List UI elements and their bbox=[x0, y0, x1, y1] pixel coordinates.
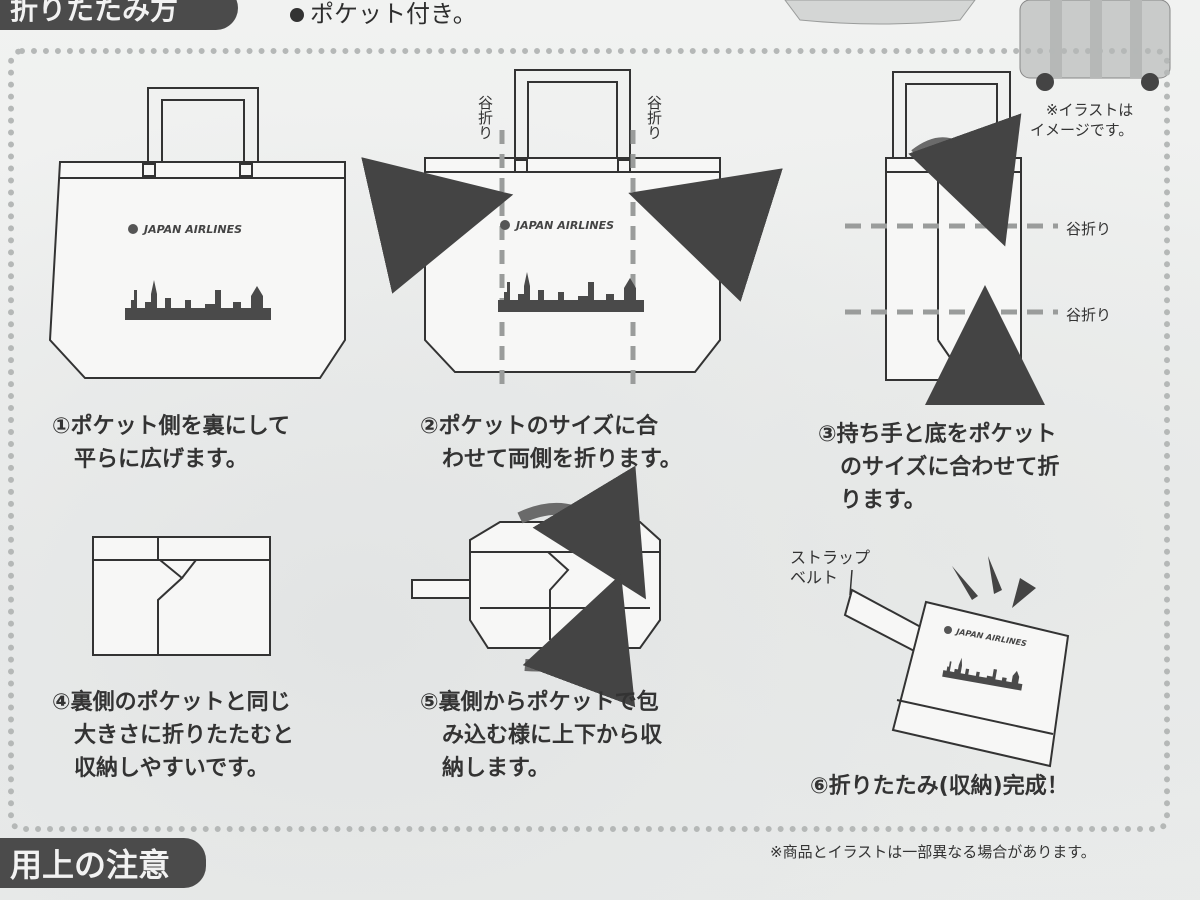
step2-right-arrow bbox=[628, 168, 783, 302]
step1-logo: JAPAN AIRLINES bbox=[142, 223, 242, 236]
step5-bag bbox=[411, 521, 661, 649]
bag-preview-image bbox=[784, 0, 976, 25]
step-4-text: ④裏側のポケットと同じ 大きさに折りたたむと 収納しやすいです。 bbox=[52, 690, 295, 781]
footnote: ※商品とイラストは一部異なる場合があります。 bbox=[770, 843, 1096, 861]
step6-bag bbox=[843, 588, 1070, 768]
step-2-text: ②ポケットのサイズに合 わせて両側を折ります。 bbox=[420, 414, 682, 472]
bullet-icon bbox=[290, 8, 304, 22]
step3-bottom-arrow bbox=[924, 285, 1045, 406]
svg-text:JAPAN AIRLINES: JAPAN AIRLINES bbox=[514, 219, 614, 232]
fold-label-upper: 谷折り bbox=[1066, 220, 1112, 238]
fold-label-left: 谷折り bbox=[476, 95, 494, 140]
fold-label-lower: 谷折り bbox=[1066, 306, 1112, 324]
step1-bag bbox=[48, 87, 346, 379]
step-1-text: ①ポケット側を裏にして 平らに広げます。 bbox=[52, 414, 290, 472]
section-header-folding: 折りたたみ方 bbox=[0, 0, 238, 30]
step5-bottom-arrow bbox=[522, 573, 636, 708]
step-6-text: ⑥折りたたみ(収納)完成！ bbox=[810, 774, 1069, 799]
section-header-caution: 用上の注意 bbox=[0, 838, 206, 888]
step-5-text: ⑤裏側からポケットで包 み込む様に上下から収 納します。 bbox=[420, 690, 663, 781]
dotted-frame bbox=[8, 48, 1170, 832]
strap-label: ストラップ ベルト bbox=[790, 548, 871, 587]
step2-left-arrow bbox=[361, 157, 514, 294]
pocket-note: ポケット付き。 bbox=[290, 0, 477, 29]
completion-burst-icon bbox=[952, 556, 1036, 608]
step5-top-arrow bbox=[517, 465, 647, 600]
illustration-note: ※イラストは イメージです。 bbox=[1030, 101, 1134, 139]
step3-top-arrow bbox=[908, 113, 1022, 247]
suitcase-image bbox=[1019, 0, 1171, 91]
fold-label-right: 谷折り bbox=[645, 95, 663, 140]
strap-pointer bbox=[849, 569, 853, 596]
step-3-text: ③持ち手と底をポケット のサイズに合わせて折 ります。 bbox=[818, 422, 1060, 513]
step4-bag bbox=[92, 536, 271, 656]
